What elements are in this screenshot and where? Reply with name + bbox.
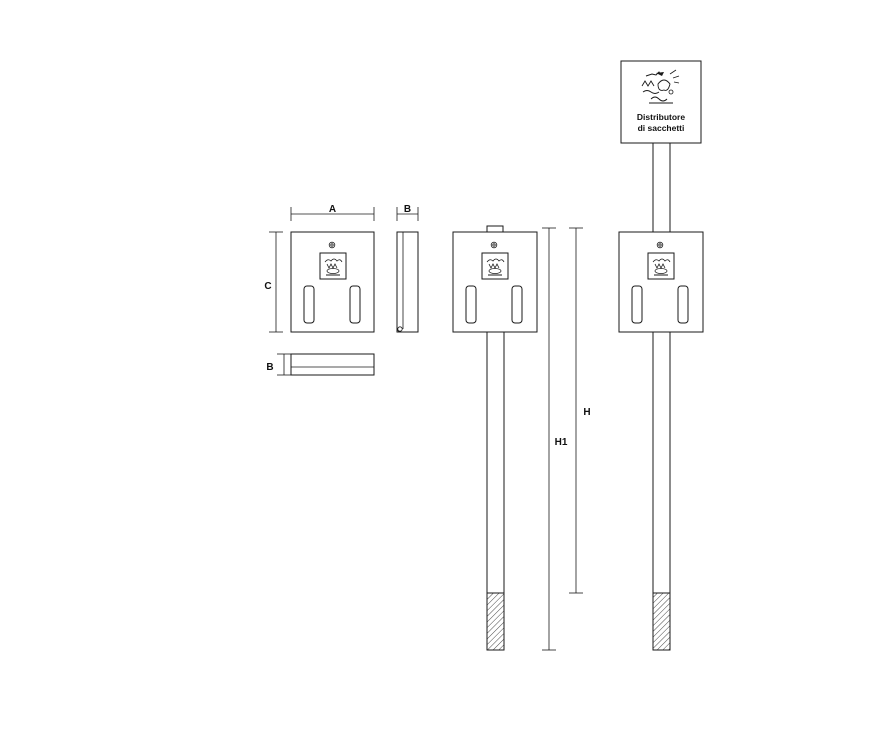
- dog-logo-icon: [641, 69, 680, 104]
- logo-plate-icon: [319, 252, 347, 280]
- dimension-b-side: B: [396, 204, 419, 221]
- dimension-b-top-label: B: [266, 362, 273, 373]
- bag-slot-left: [631, 285, 643, 324]
- dispenser-side-view: [396, 231, 419, 333]
- bag-slot-left: [465, 285, 477, 324]
- dimension-c-label: C: [264, 281, 271, 292]
- dispenser-body-outline: [290, 231, 375, 333]
- dispenser-with-sign: Distributore di sacchetti: [618, 60, 704, 651]
- post: [652, 141, 671, 651]
- sign-text-line1: Distributore: [637, 112, 685, 122]
- dimension-b-side-label: B: [404, 204, 411, 215]
- logo-plate-icon: [647, 252, 675, 280]
- logo-plate-icon: [481, 252, 509, 280]
- bag-slot-right: [677, 285, 689, 324]
- dimension-a: A: [290, 204, 375, 221]
- lock-icon: [490, 241, 498, 249]
- dispenser-body-outline: [618, 231, 704, 333]
- post-buried-section: [486, 592, 505, 651]
- lock-icon: [656, 241, 664, 249]
- dimension-h: H: [569, 227, 591, 594]
- dimension-c: C: [264, 231, 283, 333]
- dispenser-on-post: [452, 225, 538, 651]
- bag-slot-left: [303, 285, 315, 324]
- dimension-h1: H1: [542, 227, 568, 651]
- sign-text-line2: di sacchetti: [638, 123, 685, 133]
- post-buried-section: [652, 592, 671, 651]
- sign-panel: Distributore di sacchetti: [620, 60, 702, 144]
- dimension-b-top: B: [266, 353, 291, 376]
- dimension-a-label: A: [329, 204, 336, 215]
- bag-slot-right: [511, 285, 523, 324]
- dispenser-top-view: [290, 353, 375, 376]
- lock-icon: [328, 241, 336, 249]
- dimension-h-label: H: [583, 407, 590, 418]
- dispenser-front-view: [290, 231, 375, 333]
- dimension-h1-label: H1: [555, 437, 568, 448]
- bag-slot-right: [349, 285, 361, 324]
- dispenser-body-outline: [452, 231, 538, 333]
